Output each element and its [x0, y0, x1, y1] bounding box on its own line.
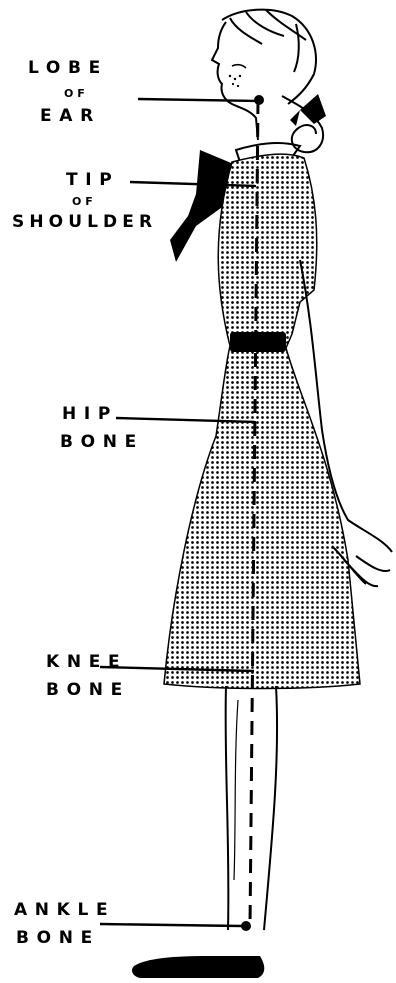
label-shoulder-line-1: TIP [66, 172, 119, 189]
label-hip-line-2: BONE [60, 434, 144, 451]
label-lobe-line-1: LOBE [28, 60, 108, 77]
label-hip-line-1: HIP [62, 406, 118, 423]
knee-contour [234, 700, 238, 880]
shoe [132, 956, 264, 978]
label-shoulder-line-3: SHOULDER [12, 214, 157, 231]
label-shoulder-line-2: OF [72, 196, 97, 207]
label-ankle-line-2: BONE [16, 930, 100, 947]
label-lobe-line-2: OF [64, 88, 89, 99]
belt [230, 332, 286, 352]
label-lobe-line-3: EAR [40, 108, 101, 125]
label-knee-line-1: KNEE [46, 654, 127, 671]
lobe-of-ear-pointer [138, 99, 256, 101]
label-knee-line-2: BONE [46, 682, 130, 699]
face-profile [212, 22, 258, 140]
hair-shape [222, 10, 323, 153]
ankle-marker [241, 921, 251, 931]
freckles [229, 75, 241, 87]
label-ankle-line-1: ANKLE [14, 902, 115, 919]
eye [232, 65, 246, 68]
ankle-bone-pointer [100, 924, 242, 926]
